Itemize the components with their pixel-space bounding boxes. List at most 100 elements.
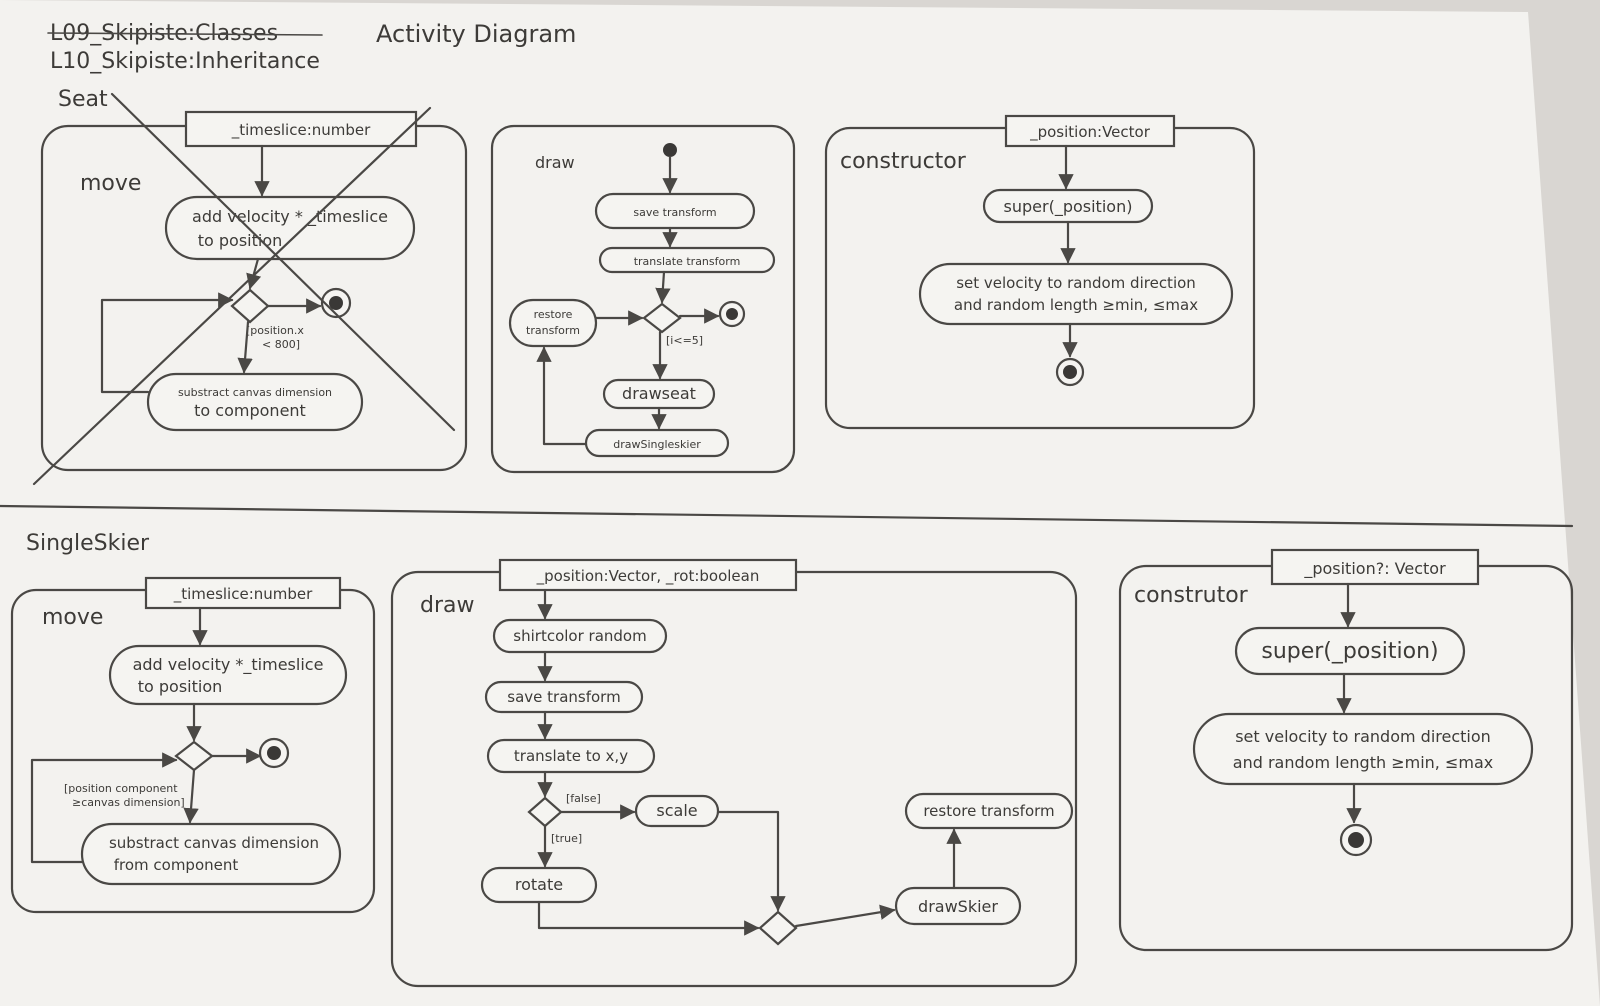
seat-draw-restore-l1: restore	[534, 308, 573, 321]
skier-draw-restore-text: restore transform	[923, 802, 1054, 820]
skier-draw-act2-text: save transform	[507, 688, 620, 706]
seat-move-act2	[146, 372, 364, 432]
skier-move-final-inner	[267, 746, 281, 760]
skier-draw-act2	[484, 680, 644, 714]
skier-move-act2	[80, 822, 342, 886]
skier-draw-param-box	[498, 558, 798, 592]
skier-move-param-box	[144, 576, 342, 610]
skier-draw-act1	[492, 618, 668, 654]
seat-draw-act3-text: drawseat	[622, 384, 696, 403]
seat-ctor-act2-l2: and random length ≥min, ≤max	[954, 296, 1198, 314]
skier-ctor-act2-l1: set velocity to random direction	[1235, 727, 1491, 746]
seat-ctor-act2	[918, 262, 1234, 326]
skier-draw-act3	[486, 738, 656, 774]
seat-draw-act1-text: save transform	[633, 206, 716, 219]
skier-draw-label: draw	[420, 593, 474, 618]
section-divider	[0, 504, 1574, 528]
seat-draw-loop	[536, 346, 588, 446]
seat-draw-guard: [i<=5]	[666, 334, 703, 347]
skier-draw-rotate-text: rotate	[515, 875, 563, 894]
skier-draw-scale-text: scale	[656, 801, 697, 820]
skier-move-guard-l2: ≥canvas dimension]	[72, 796, 185, 809]
seat-ctor-final-inner	[1063, 365, 1077, 379]
seat-move-param: _timeslice:number	[231, 121, 371, 140]
seat-draw-act4-text: drawSingleskier	[613, 438, 701, 451]
skier-move-act1-l1: add velocity *_timeslice	[133, 655, 324, 675]
seat-ctor-param-box	[1004, 114, 1176, 148]
seat-move-act1-l1: add velocity * _timeslice	[192, 207, 388, 227]
skier-ctor-act2-l2: and random length ≥min, ≤max	[1233, 753, 1493, 772]
seat-draw-border	[490, 124, 796, 474]
skier-draw-arrow-merge-draw	[794, 904, 896, 928]
seat-ctor-param: _position:Vector	[1029, 123, 1151, 142]
skier-draw-guard-true: [true]	[551, 832, 582, 845]
skier-draw-param: _position:Vector, _rot:boolean	[536, 567, 760, 586]
skier-ctor-act1-text: super(_position)	[1261, 639, 1438, 664]
seat-move-guard-l2: < 800]	[262, 338, 300, 351]
seat-constructor-frame: constructor _position:Vector super(_posi…	[824, 114, 1256, 430]
seat-draw-decision	[642, 302, 682, 334]
skier-draw-drawskier-text: drawSkier	[918, 897, 998, 916]
skier-ctor-param: _position?: Vector	[1303, 559, 1446, 579]
skier-draw-arrow-scale-merge	[716, 810, 786, 912]
skier-ctor-label: construtor	[1134, 583, 1249, 608]
seat-draw-restore-l2: transform	[526, 324, 580, 337]
title-right: Activity Diagram	[376, 20, 576, 48]
seat-move-loop	[100, 292, 234, 394]
seat-ctor-label: constructor	[840, 149, 967, 174]
skier-move-arrow-3	[183, 768, 199, 824]
seat-move-act2-l2: to component	[194, 401, 306, 420]
seat-draw-start	[663, 143, 677, 157]
seat-draw-final-inner	[726, 308, 738, 320]
skier-draw-arrow-rotate-merge	[537, 900, 760, 936]
skier-move-act1-l2: to position	[138, 677, 223, 696]
skier-ctor-param-box	[1270, 548, 1480, 586]
seat-ctor-act2-l1: set velocity to random direction	[956, 274, 1196, 292]
skier-constructor-frame: construtor _position?: Vector super(_pos…	[1118, 548, 1574, 952]
seat-move-act2-l1: substract canvas dimension	[178, 386, 332, 399]
skier-move-act2-l2: from component	[114, 856, 239, 874]
skier-draw-frame: draw _position:Vector, _rot:boolean shir…	[390, 558, 1078, 988]
seat-move-arrow-2	[246, 257, 262, 290]
seat-move-final-inner	[329, 296, 343, 310]
seat-cross-line-2	[32, 106, 432, 486]
seat-move-param-box	[184, 110, 418, 148]
seat-move-act1-l2: to position	[198, 231, 283, 250]
title-main: L10_Skipiste:Inheritance	[50, 49, 320, 74]
skier-draw-drawskier	[894, 886, 1022, 926]
skier-move-param: _timeslice:number	[173, 585, 313, 604]
skier-move-loop	[30, 752, 178, 864]
skier-draw-act1-text: shirtcolor random	[513, 627, 646, 645]
skier-move-act1	[108, 644, 348, 706]
seat-draw-label: draw	[535, 153, 575, 172]
skier-ctor-final-inner	[1348, 832, 1364, 848]
skier-move-guard-l1: [position component	[64, 782, 178, 795]
skier-move-label: move	[42, 605, 103, 630]
strike-line	[47, 32, 323, 36]
seat-cross-line-1	[110, 92, 456, 432]
skier-move-act2-l1: substract canvas dimension	[109, 834, 319, 852]
seat-draw-act1	[594, 192, 756, 230]
skier-draw-guard-false: [false]	[566, 792, 601, 805]
seat-ctor-act1-text: super(_position)	[1004, 197, 1133, 217]
skier-draw-restore	[904, 792, 1074, 830]
seat-draw-act2-text: translate transform	[634, 255, 741, 268]
skier-draw-merge	[758, 910, 798, 946]
skier-move-frame: move _timeslice:number add velocity *_ti…	[10, 576, 376, 914]
seat-move-decision	[230, 288, 270, 324]
skier-ctor-act2	[1192, 712, 1534, 786]
seat-move-arrow-3	[237, 320, 253, 374]
header: L09_Skipiste:Classes L10_Skipiste:Inheri…	[47, 20, 576, 74]
skier-ctor-act1	[1234, 626, 1466, 676]
seat-move-frame: move _timeslice:number add velocity * _t…	[32, 92, 468, 486]
seat-draw-act2	[598, 246, 776, 274]
skier-draw-act3-text: translate to x,y	[514, 747, 628, 765]
seat-draw-arrow-3	[655, 270, 671, 304]
seat-move-guard-l1: [position.x	[246, 324, 304, 337]
seat-move-act1	[164, 195, 416, 261]
seat-move-label: move	[80, 171, 141, 196]
seat-section-label: Seat	[58, 87, 108, 112]
seat-draw-restore	[508, 298, 598, 348]
singleskier-section-label: SingleSkier	[26, 531, 150, 556]
